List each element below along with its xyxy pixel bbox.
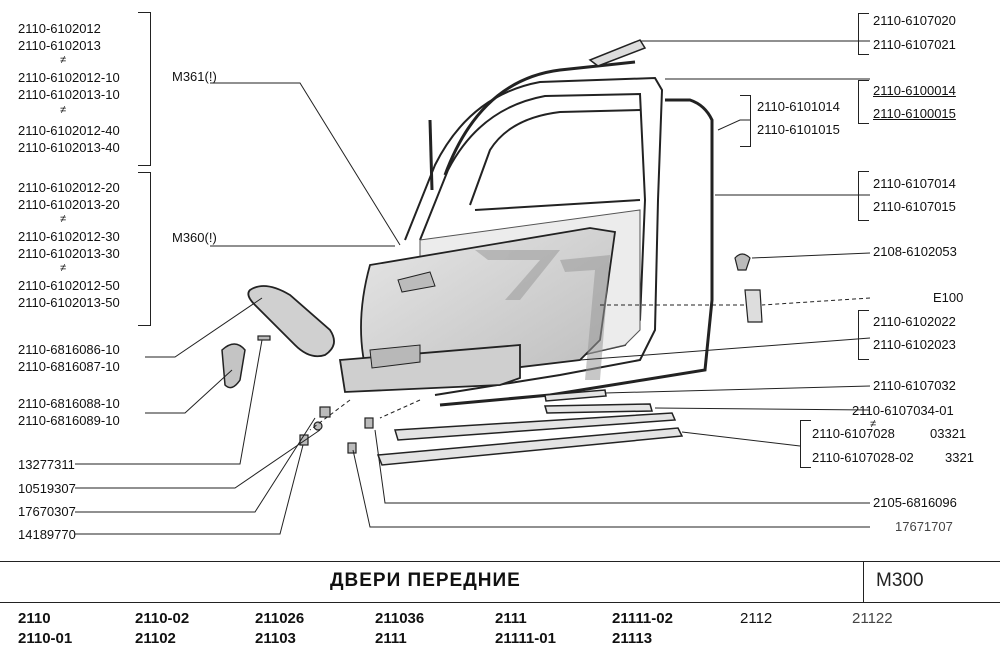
ref-label: M360(!) bbox=[172, 230, 217, 245]
bracket-r4 bbox=[858, 171, 869, 221]
model-code: 21111-01 bbox=[495, 630, 556, 647]
part-number: 2110-6107034-01 bbox=[852, 403, 954, 418]
part-number: 2110-6816089-10 bbox=[18, 413, 120, 428]
handle-bezel bbox=[247, 285, 335, 358]
part-number: 2110-6100015 bbox=[873, 106, 956, 121]
top-strip bbox=[588, 39, 647, 67]
part-number: 03321 bbox=[930, 426, 967, 441]
bracket-group-1 bbox=[138, 12, 151, 166]
part-number: 17671707 bbox=[895, 519, 953, 534]
part-number: 2108-6102053 bbox=[873, 244, 957, 259]
fasteners bbox=[257, 253, 763, 454]
page-code: M300 bbox=[876, 570, 924, 591]
not-equal-sign: ≠ bbox=[60, 104, 67, 116]
part-number: 2110-6102012 bbox=[18, 21, 101, 36]
bracket-group-2 bbox=[138, 172, 151, 326]
part-number: 2110-6100014 bbox=[873, 83, 956, 98]
part-number: 2110-6107020 bbox=[873, 13, 956, 28]
part-number: 2110-6816088-10 bbox=[18, 396, 120, 411]
model-code: 2111 bbox=[495, 610, 527, 627]
title-bar: ДВЕРИ ПЕРЕДНИЕ M300 bbox=[0, 561, 1000, 603]
part-number: 2110-6102013 bbox=[18, 38, 101, 53]
part-number: 2110-6102013-30 bbox=[18, 246, 120, 261]
part-number: 2105-6816096 bbox=[873, 495, 957, 510]
part-number: 2110-6102013-10 bbox=[18, 87, 120, 102]
bracket-r2 bbox=[858, 80, 869, 124]
part-number: 2110-6101015 bbox=[757, 122, 840, 137]
part-number: 2110-6816086-10 bbox=[18, 342, 120, 357]
page-title: ДВЕРИ ПЕРЕДНИЕ bbox=[330, 570, 521, 591]
part-number: 2110-6102013-20 bbox=[18, 197, 120, 212]
model-code: 21113 bbox=[612, 630, 653, 647]
part-number: 14189770 bbox=[18, 527, 76, 542]
door-drawing bbox=[75, 39, 871, 535]
part-number: E100 bbox=[933, 290, 964, 305]
part-number: 2110-6102012-20 bbox=[18, 180, 120, 195]
model-code: 2110 bbox=[18, 610, 51, 627]
part-number: 2110-6102012-40 bbox=[18, 123, 120, 138]
ref-label: M361(!) bbox=[172, 69, 217, 84]
model-code: 21122 bbox=[852, 610, 893, 627]
part-number: 2110-6102023 bbox=[873, 337, 956, 352]
model-code: 2112 bbox=[740, 610, 773, 627]
model-code: 21103 bbox=[255, 630, 296, 647]
handle-grip bbox=[221, 343, 246, 389]
not-equal-sign: ≠ bbox=[60, 213, 67, 225]
part-number: 2110-6102012-10 bbox=[18, 70, 120, 85]
door-shell bbox=[404, 76, 664, 396]
bracket-r3 bbox=[740, 95, 751, 147]
bracket-r10 bbox=[800, 420, 811, 468]
model-code: 211026 bbox=[255, 610, 305, 627]
part-number: 2110-6107028-02 bbox=[812, 450, 914, 465]
leader-lines bbox=[75, 40, 871, 535]
watermark-logo bbox=[475, 250, 610, 380]
part-number: 13277311 bbox=[18, 457, 75, 472]
bracket-r7 bbox=[858, 310, 869, 360]
part-number: 2110-6102012-50 bbox=[18, 278, 120, 293]
part-number: 2110-6107021 bbox=[873, 37, 956, 52]
part-number: 2110-6107015 bbox=[873, 199, 956, 214]
part-number: 2110-6101014 bbox=[757, 99, 840, 114]
part-number: 2110-6107014 bbox=[873, 176, 956, 191]
part-number: 2110-6107028 bbox=[812, 426, 895, 441]
part-number: 10519307 bbox=[18, 481, 76, 496]
part-number: 2110-6107032 bbox=[873, 378, 956, 393]
not-equal-sign: ≠ bbox=[870, 418, 877, 430]
part-number: 2110-6102013-40 bbox=[18, 140, 120, 155]
part-number: 17670307 bbox=[18, 504, 76, 519]
sill-strips bbox=[376, 389, 684, 466]
part-number: 2110-6816087-10 bbox=[18, 359, 120, 374]
model-code: 2110-02 bbox=[135, 610, 190, 627]
exploded-diagram: 2110-6102012 2110-6102013 ≠ 2110-6102012… bbox=[18, 12, 974, 542]
model-code: 21102 bbox=[135, 630, 176, 647]
part-number: 2110-6102013-50 bbox=[18, 295, 120, 310]
model-code: 211036 bbox=[375, 610, 425, 627]
not-equal-sign: ≠ bbox=[60, 262, 67, 274]
trim-panel bbox=[338, 227, 617, 393]
part-number: 2110-6102022 bbox=[873, 314, 956, 329]
model-code: 21111-02 bbox=[612, 610, 673, 627]
model-code: 2110-01 bbox=[18, 630, 73, 647]
model-code: 2111 bbox=[375, 630, 407, 647]
bracket-r1 bbox=[858, 13, 869, 55]
part-number: 2110-6102012-30 bbox=[18, 229, 120, 244]
title-divider bbox=[863, 562, 864, 602]
not-equal-sign: ≠ bbox=[60, 54, 67, 66]
part-number: 3321 bbox=[945, 450, 974, 465]
door-seal bbox=[428, 60, 714, 407]
